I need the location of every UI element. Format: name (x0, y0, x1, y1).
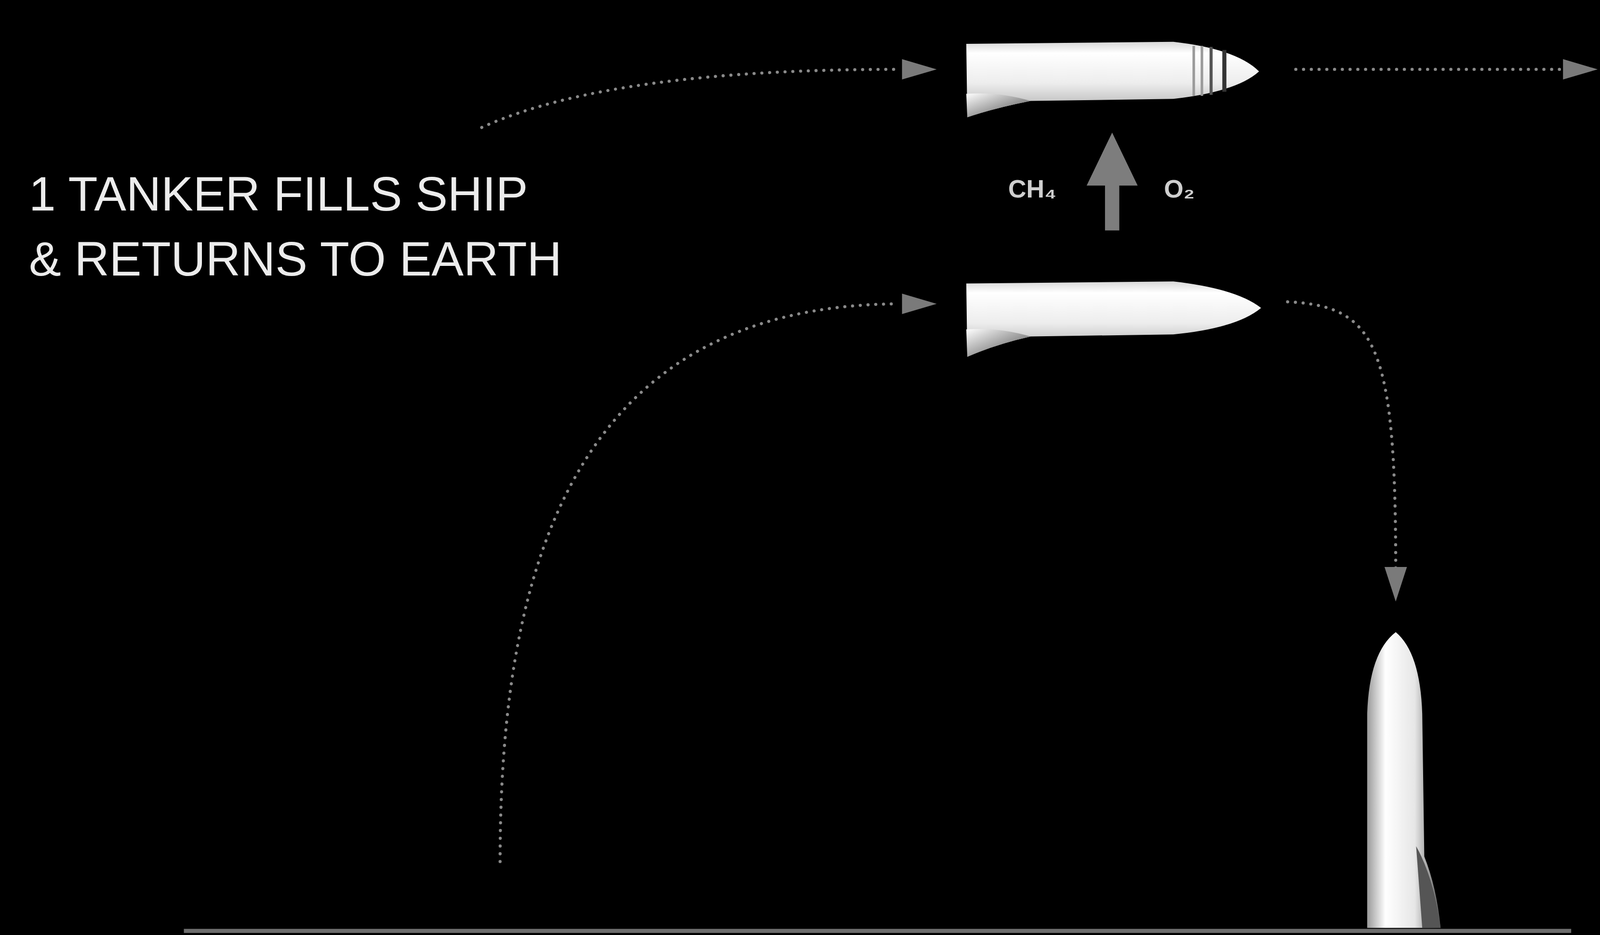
spaceship (966, 41, 1259, 118)
propellant-label: O₂ (1163, 174, 1195, 204)
ship-hull (966, 281, 1262, 358)
arrowhead (1384, 567, 1408, 602)
arrow-shaft (1105, 181, 1120, 231)
trajectory (1295, 67, 1561, 71)
arrowhead (902, 293, 937, 315)
ship-hull (966, 41, 1259, 118)
landed-tanker (1367, 632, 1441, 929)
arrowhead (1562, 59, 1598, 80)
arrowhead (902, 59, 937, 80)
trajectory (481, 69, 899, 128)
label-holder: O₂ (1163, 174, 1195, 204)
ship-fin (966, 329, 1031, 358)
tanker-ship (966, 281, 1262, 358)
arrow-head (1086, 132, 1138, 186)
trajectory (500, 304, 899, 863)
title: 1 TANKER FILLS SHIP & RETURNS TO EARTH (28, 161, 572, 292)
label-holder: CH₄ (1008, 174, 1057, 204)
ship-stripe (1200, 45, 1203, 96)
transfer-arrow (1086, 132, 1138, 231)
ship-fin (1415, 846, 1441, 929)
ground-line (184, 929, 1572, 934)
trajectory (1287, 302, 1396, 572)
propellant-label: CH₄ (1008, 174, 1057, 204)
ship-fin (966, 93, 1031, 118)
ship-stripe (1222, 50, 1227, 93)
title-block: 1 TANKER FILLS SHIP & RETURNS TO EARTH (28, 161, 572, 292)
ship-hull (1367, 632, 1441, 929)
ship-stripe (1192, 45, 1195, 96)
ship-stripe (1209, 46, 1213, 95)
